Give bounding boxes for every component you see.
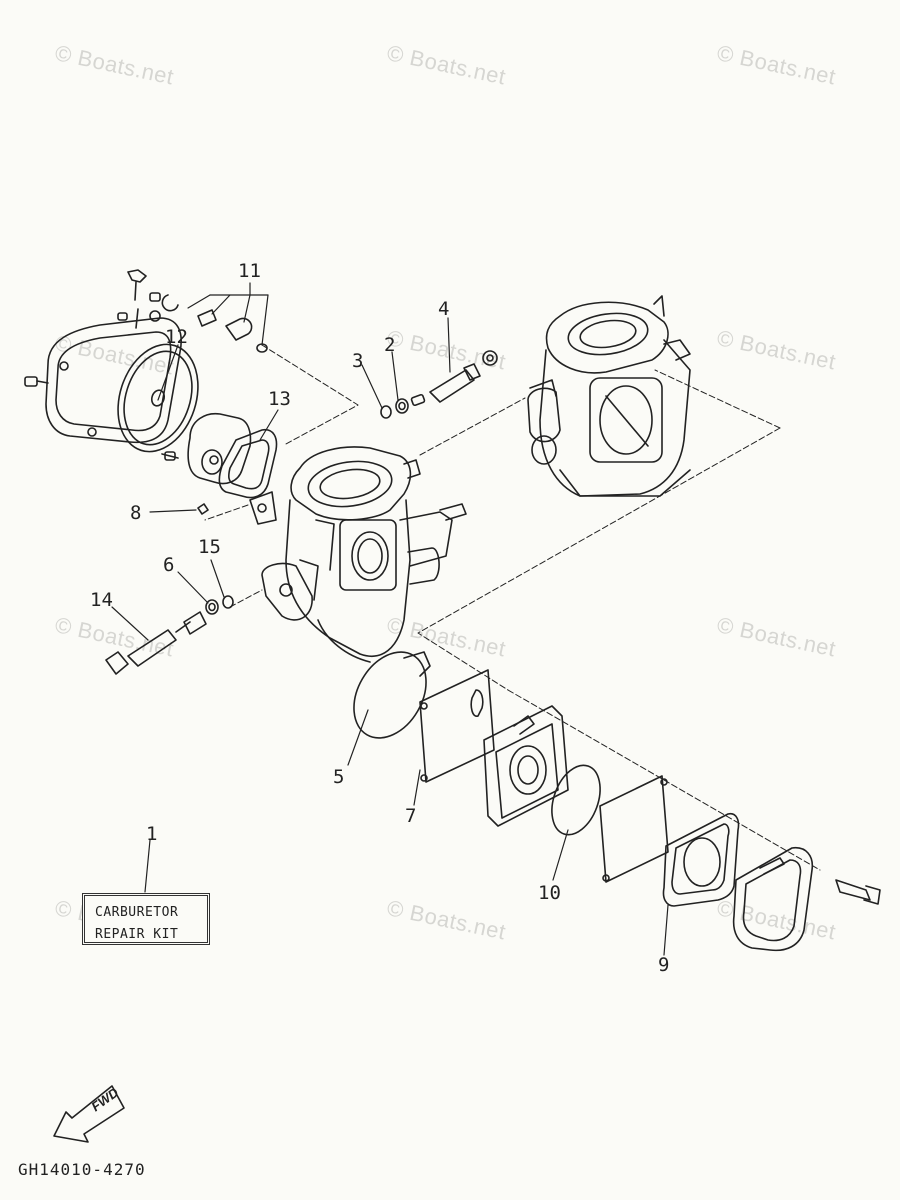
gasket-plate bbox=[599, 775, 669, 883]
fuel-pump-body bbox=[483, 705, 569, 827]
repair-kit-label: CARBURETOR REPAIR KIT bbox=[82, 893, 210, 945]
pilot-screw-parts bbox=[105, 503, 234, 675]
front-carburetor bbox=[249, 446, 467, 663]
repair-kit-line-1: CARBURETOR bbox=[95, 905, 179, 920]
callout-12: 12 bbox=[165, 326, 188, 348]
rear-carburetor bbox=[527, 295, 691, 497]
callout-14: 14 bbox=[90, 589, 113, 611]
callout-6: 6 bbox=[163, 554, 175, 576]
diaphragm-10 bbox=[551, 764, 601, 836]
leader-lines bbox=[111, 282, 669, 956]
gasket-7 bbox=[419, 669, 495, 783]
callout-5: 5 bbox=[333, 766, 345, 788]
diaphragm bbox=[117, 343, 199, 461]
gasket-13 bbox=[218, 428, 278, 499]
assembly-lines bbox=[204, 344, 821, 871]
callout-7: 7 bbox=[405, 805, 417, 827]
callout-3: 3 bbox=[352, 350, 364, 372]
callout-11: 11 bbox=[238, 260, 261, 282]
callout-1: 1 bbox=[146, 823, 158, 845]
diaphragm-5 bbox=[353, 651, 431, 739]
callout-15: 15 bbox=[198, 536, 221, 558]
callout-13: 13 bbox=[268, 388, 291, 410]
diagram-code: GH14010-4270 bbox=[18, 1160, 146, 1179]
diaphragm-cover bbox=[24, 317, 182, 444]
callout-8: 8 bbox=[130, 502, 142, 524]
fuel-pump-cover bbox=[732, 846, 881, 952]
repair-kit-line-2: REPAIR KIT bbox=[95, 927, 179, 942]
fwd-arrow-icon bbox=[53, 1085, 125, 1143]
callout-9: 9 bbox=[658, 954, 670, 976]
small-parts-top bbox=[380, 350, 498, 419]
callout-10: 10 bbox=[538, 882, 561, 904]
callout-2: 2 bbox=[384, 334, 396, 356]
callout-4: 4 bbox=[438, 298, 450, 320]
pump-body bbox=[187, 412, 252, 485]
linkage-parts bbox=[117, 269, 268, 353]
gasket-9 bbox=[662, 812, 740, 907]
